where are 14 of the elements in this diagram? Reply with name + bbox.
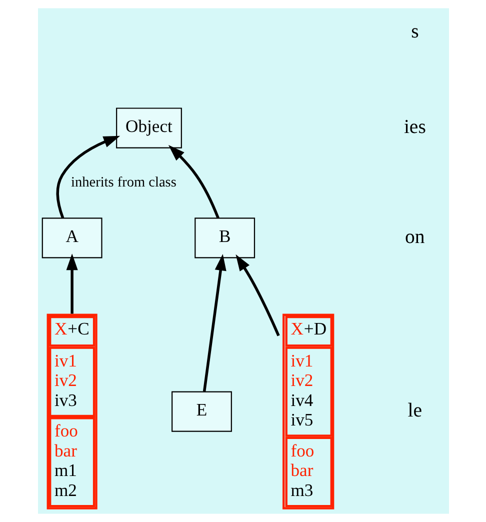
label: ies [403,116,426,138]
label: on [404,226,424,248]
node-box: Object [116,108,182,148]
node-box: E [171,391,232,432]
node-box: B [194,218,255,258]
label: le [407,399,422,422]
arrow [202,254,226,392]
node-box: A [41,218,102,258]
arrow [66,254,78,314]
arrow [235,254,280,336]
arrow [56,136,120,219]
label: s [410,20,418,42]
edge-label: inherits from class [70,174,176,191]
arrow [168,144,219,219]
